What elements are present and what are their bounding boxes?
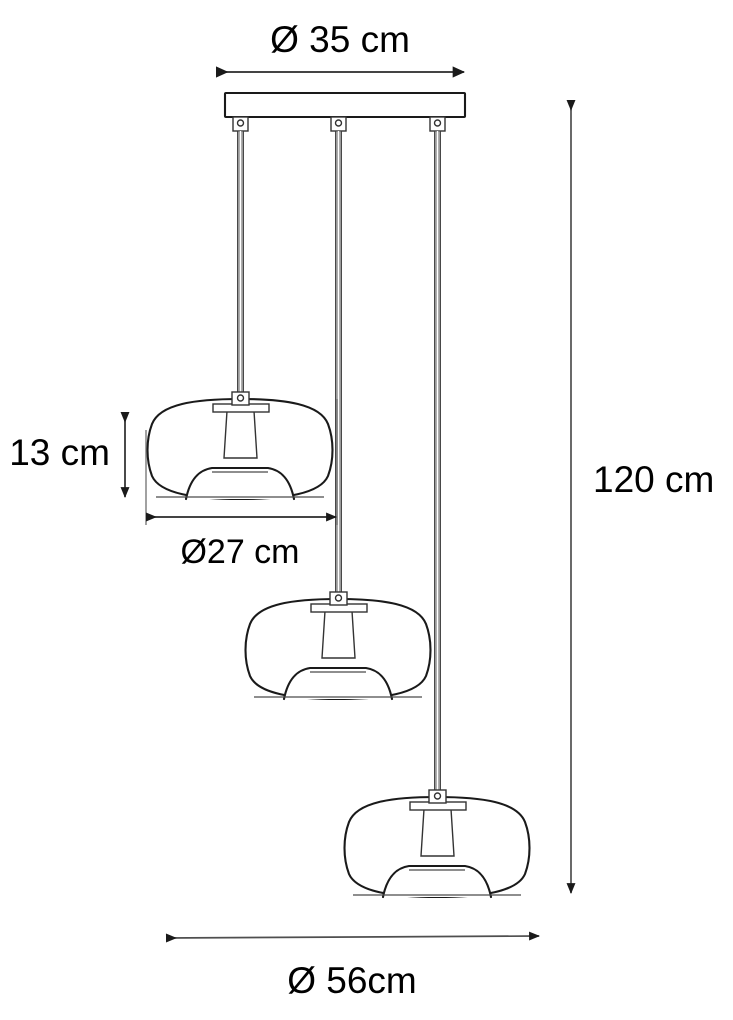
dimension-label-shade-diameter: Ø27 cm — [180, 533, 299, 571]
socket-screw-2 — [334, 594, 343, 602]
bracket-screw-1 — [236, 119, 245, 127]
shade-bottom-notch-1 — [184, 466, 296, 501]
dimension-label-overall-spread: Ø 56cm — [287, 960, 417, 1001]
canopy-mount-bracket-1 — [232, 116, 249, 132]
dimension-canopy-width: Ø 35 cm — [216, 19, 466, 78]
dimension-overall-spread: Ø 56cm — [165, 931, 540, 1001]
glass-shade-1 — [146, 391, 334, 501]
glass-shade-2 — [244, 591, 432, 701]
canopy-mount-bracket-3 — [429, 116, 446, 132]
dimension-label-shade-height: 13 cm — [9, 432, 110, 473]
canopy-plate — [223, 91, 467, 119]
bracket-screw-3 — [433, 119, 442, 127]
suspension-rod-3 — [434, 130, 441, 792]
shade-bottom-notch-2 — [282, 666, 394, 701]
dimension-shade-diameter: Ø27 cm — [145, 399, 338, 571]
ceiling-canopy-bar — [223, 91, 467, 132]
canopy-mount-bracket-2 — [330, 116, 347, 132]
dimension-arrow-overall-spread — [165, 931, 540, 943]
glass-shade-3 — [343, 789, 531, 899]
shade-bottom-notch-3 — [381, 864, 493, 899]
socket-screw-1 — [236, 394, 245, 402]
lamp-socket-3 — [420, 808, 455, 857]
socket-screw-3 — [433, 792, 442, 800]
dimension-label-total-height: 120 cm — [593, 459, 714, 500]
dimension-shade-height: 13 cm — [9, 412, 130, 498]
lamp-socket-2 — [321, 610, 356, 659]
dimension-total-height: 120 cm — [566, 100, 714, 894]
suspension-rod-1 — [237, 130, 244, 394]
lamp-socket-1 — [223, 410, 258, 459]
dimension-label-canopy-width: Ø 35 cm — [270, 19, 410, 60]
bracket-screw-2 — [334, 119, 343, 127]
